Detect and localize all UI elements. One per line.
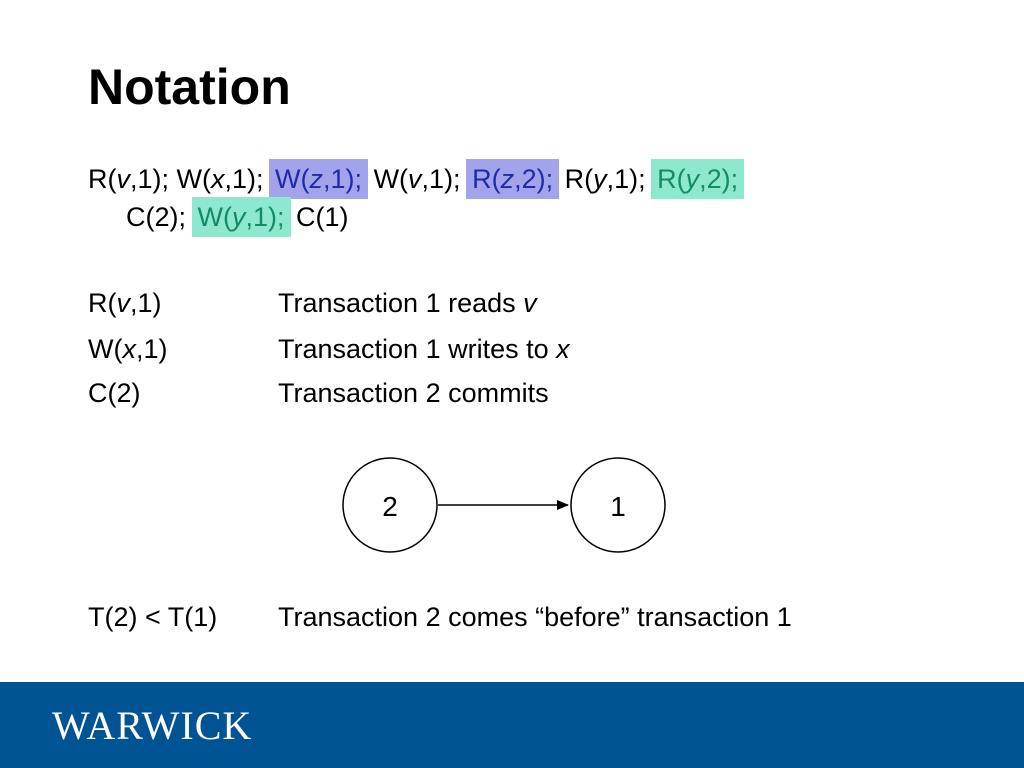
definition-term: W(x,1) [88, 334, 168, 364]
graph-node-2-label: 2 [382, 491, 398, 522]
graph-node-1 [570, 457, 666, 553]
definition-row-commit: C(2) Transaction 2 commits [88, 373, 549, 413]
definition-term: R(v,1) [88, 288, 162, 318]
schedule-line-2: C(2); W(y,1); C(1) [126, 197, 349, 237]
schedule-line-1-op: R(y,2); [651, 159, 745, 199]
definition-text: Transaction 1 reads v [278, 288, 537, 318]
slide-title: Notation [88, 59, 291, 115]
graph-node-1-label: 1 [610, 491, 626, 522]
schedule-line-1-op: W(x,1); [176, 164, 264, 194]
definition-text: Transaction 2 commits [278, 378, 549, 408]
footer-bar: WARWICK [0, 682, 1024, 768]
ordering-row: T(2) < T(1) Transaction 2 comes “before” … [88, 597, 792, 637]
ordering-term: T(2) < T(1) [88, 602, 218, 632]
schedule-line-1: R(v,1); W(x,1); W(z,1); W(v,1); R(z,2); … [88, 159, 745, 199]
definition-text: Transaction 1 writes to x [278, 334, 570, 364]
schedule-line-1-op: W(v,1); [373, 164, 461, 194]
schedule-line-2-op: C(2); [126, 202, 186, 232]
schedule-line-1-op: W(z,1); [269, 159, 369, 199]
definition-row-read: R(v,1) Transaction 1 reads v [88, 283, 537, 323]
schedule-line-1-op: R(v,1); [88, 164, 170, 194]
schedule-line-2-op: C(1) [296, 202, 349, 232]
schedule-line-1-op: R(z,2); [466, 159, 560, 199]
warwick-logo: WARWICK [52, 703, 253, 748]
definition-row-write: W(x,1) Transaction 1 writes to x [88, 329, 570, 369]
precedence-graph: 2 1 [342, 457, 666, 553]
definition-term: C(2) [88, 378, 141, 408]
schedule-line-1-op: R(y,1); [564, 164, 646, 194]
ordering-text: Transaction 2 comes “before” transaction… [278, 602, 792, 632]
graph-node-2 [342, 457, 438, 553]
schedule-line-2-op: W(y,1); [191, 197, 291, 237]
